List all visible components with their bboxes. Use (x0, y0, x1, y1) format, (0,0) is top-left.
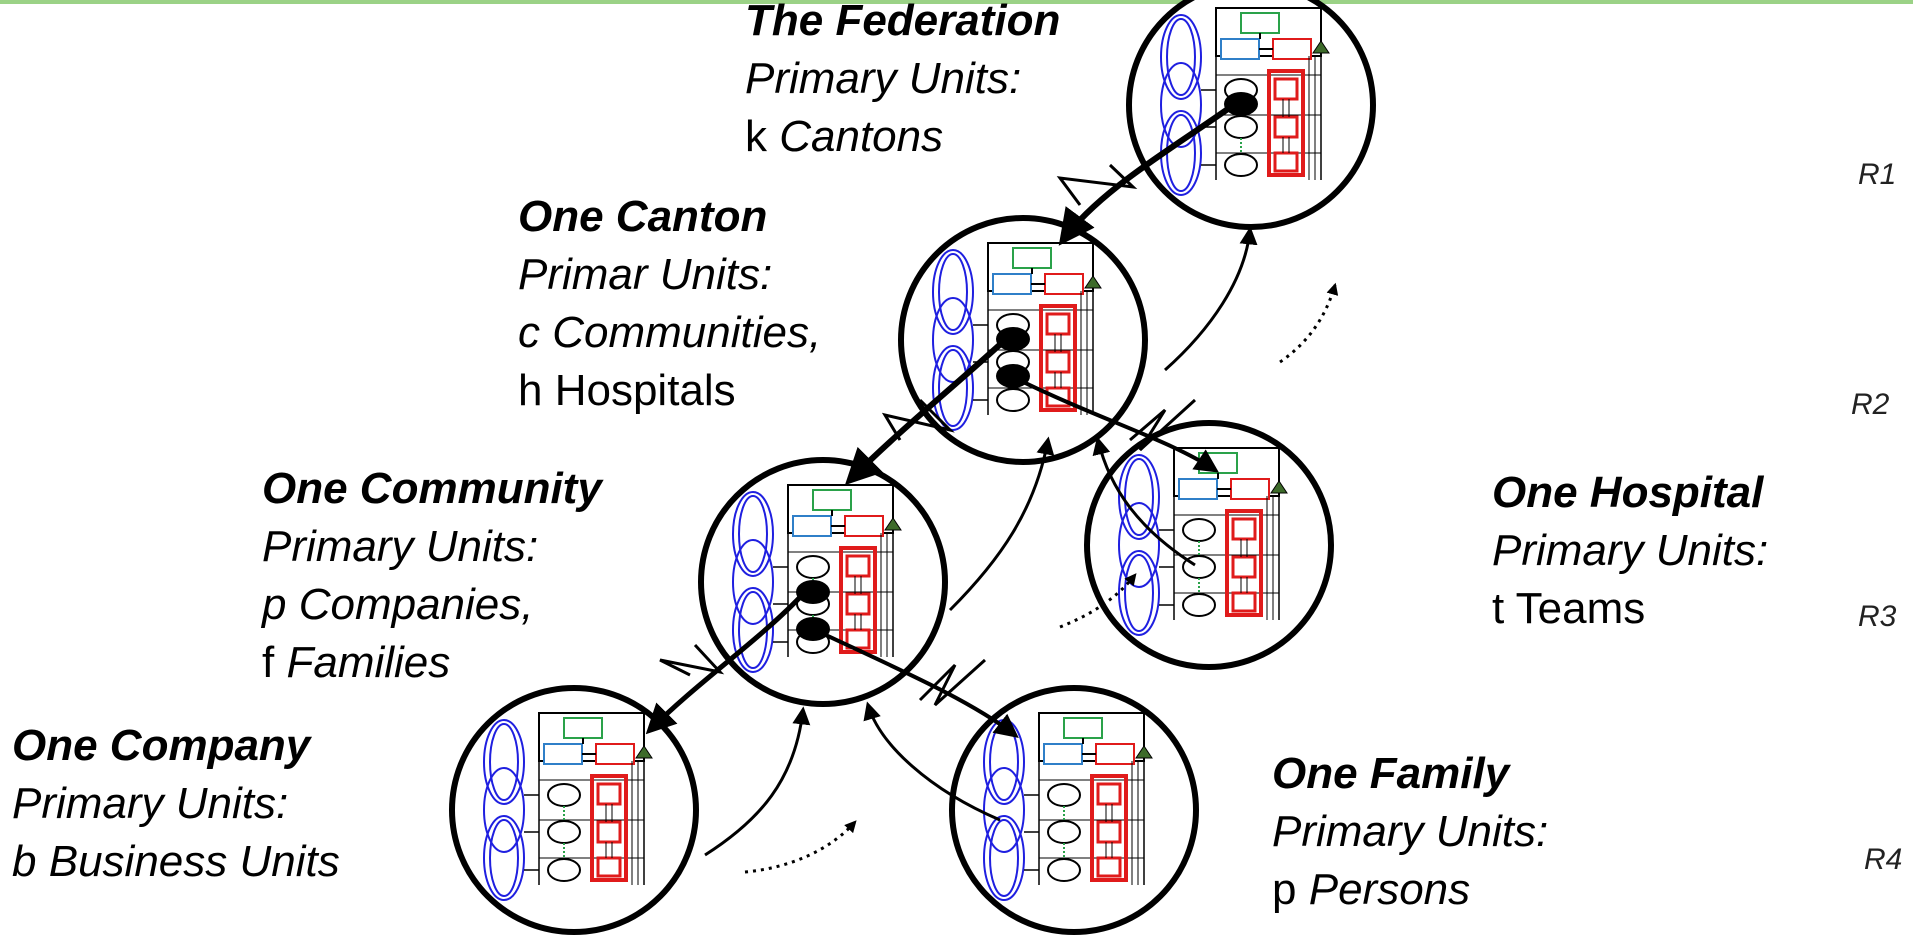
node-subtitle: Primar Units: (518, 250, 773, 299)
lightning-community-family (918, 658, 987, 707)
level-r2: R2 (1851, 388, 1890, 421)
node-title: One Canton (518, 192, 768, 241)
unit-count-var: c (518, 308, 540, 357)
label-family: One Family Primary Units: p Persons (1272, 745, 1548, 919)
node-subtitle: Primary Units: (745, 54, 1022, 103)
level-r4: R4 (1864, 843, 1903, 876)
dots-continuation-r1 (1279, 282, 1339, 364)
label-federation: The Federation Primary Units: k Cantons (745, 0, 1060, 166)
unit-count-var: t (1492, 584, 1505, 633)
node-subtitle: Primary Units: (1492, 526, 1769, 575)
unit-name: Companies, (298, 580, 534, 629)
arrow-hospital-up (1092, 436, 1196, 567)
unit-count-var: p (262, 580, 287, 629)
node-title: One Company (12, 721, 311, 770)
lightning-community-company (659, 643, 725, 677)
label-community: One Community Primary Units: p Companies… (262, 460, 602, 692)
unit-name: Hospitals (554, 366, 736, 415)
node-title: One Hospital (1492, 468, 1764, 517)
node-title: The Federation (745, 0, 1061, 45)
arrow-community-up (948, 436, 1055, 612)
dots-continuation-r2 (1059, 573, 1137, 629)
vsm-node-hospital (1087, 423, 1331, 667)
node-title: One Community (262, 464, 602, 513)
arrow-canton-to-hospital (1012, 375, 1219, 473)
vsm-node-family (952, 688, 1196, 932)
level-r1: R1 (1858, 158, 1897, 191)
arrow-family-up (863, 701, 1001, 822)
label-canton: One Canton Primar Units: c Communities, … (518, 188, 821, 420)
label-hospital: One Hospital Primary Units: t Teams (1492, 464, 1768, 638)
unit-count-var: p (1272, 865, 1297, 914)
unit-name: Business Units (48, 837, 340, 886)
lightning-canton-hospital (1129, 398, 1197, 452)
unit-name: Cantons (779, 112, 944, 161)
lightning-federation-canton (1056, 163, 1138, 206)
arrow-community-to-family (812, 627, 1019, 738)
vsm-node-canton (901, 218, 1145, 462)
top-accent-bar (0, 0, 1913, 4)
arrow-federation-to-canton (1058, 101, 1237, 246)
dots-continuation-r3 (744, 820, 857, 874)
arrow-canton-up (1164, 226, 1258, 372)
lightning-canton-community (881, 398, 955, 441)
unit-name: Persons (1308, 865, 1471, 914)
unit-count-var: f (262, 638, 275, 687)
arrow-canton-to-community (844, 337, 1008, 486)
node-subtitle: Primary Units: (262, 522, 539, 571)
arrow-community-to-company (645, 590, 807, 735)
vsm-node-community (701, 460, 945, 704)
node-subtitle: Primary Units: (12, 779, 289, 828)
level-r3: R3 (1858, 600, 1897, 633)
vsm-node-federation (1129, 0, 1373, 227)
unit-count-var: b (12, 837, 37, 886)
arrow-company-up (704, 706, 811, 857)
unit-count-var: h (518, 366, 543, 415)
unit-count-var: k (745, 112, 767, 161)
unit-name: Teams (1515, 584, 1646, 633)
unit-name: Families (286, 638, 451, 687)
label-company: One Company Primary Units: b Business Un… (12, 717, 340, 891)
node-subtitle: Primary Units: (1272, 807, 1549, 856)
node-title: One Family (1272, 749, 1510, 798)
unit-name: Communities, (552, 308, 822, 357)
vsm-node-company (452, 688, 696, 932)
